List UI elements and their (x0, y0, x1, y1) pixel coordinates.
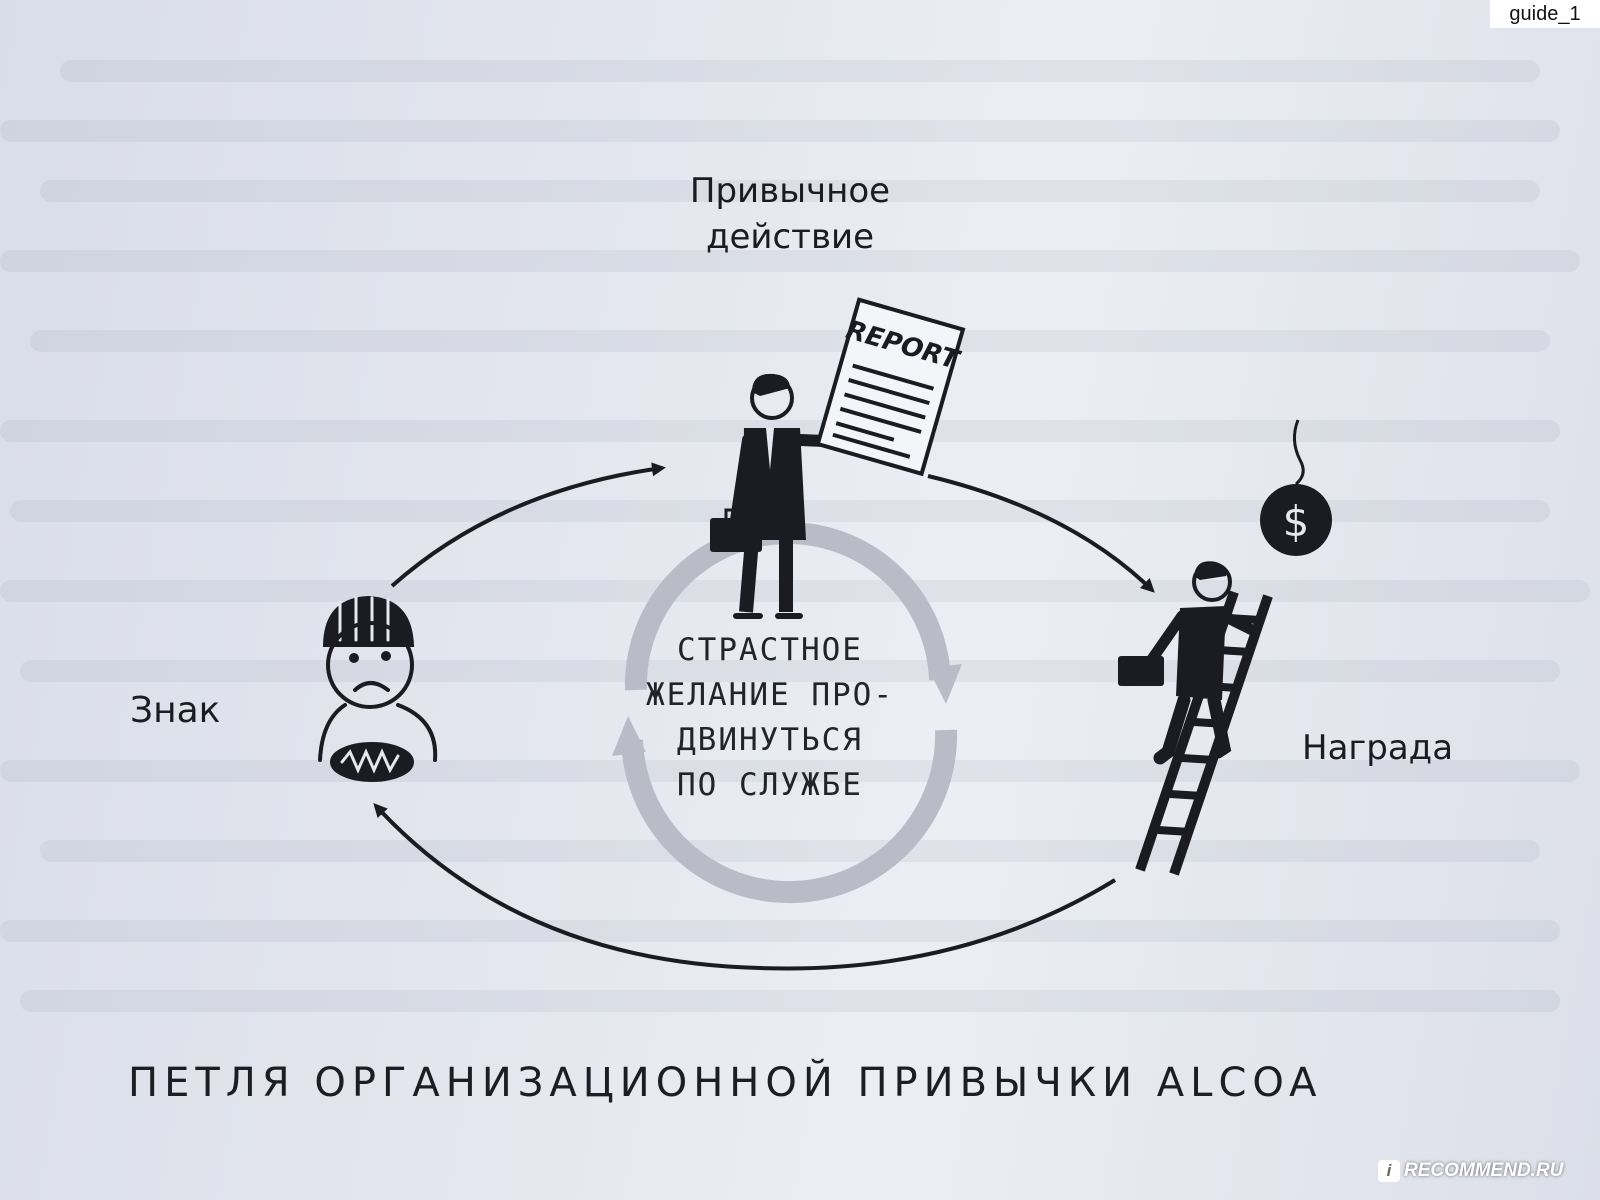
habit-label-line1: Привычное (689, 171, 891, 211)
site-watermark: i RECOMMEND.RU (1378, 1160, 1563, 1182)
reward-label: Награда (1302, 728, 1454, 768)
businessman-report-icon: REPORT (710, 297, 966, 619)
craving-line4: ПО СЛУЖБЕ (677, 767, 863, 803)
watermark-badge-icon: i (1378, 1160, 1400, 1182)
craving-line1: СТРАСТНОЕ (677, 632, 863, 668)
figure-caption: ПЕТЛЯ ОРГАНИЗАЦИОННОЙ ПРИВЫЧКИ ALCOA (128, 1060, 1323, 1106)
habit-label: Привычное действие (640, 168, 940, 260)
craving-line2: ЖЕЛАНИЕ ПРО- (646, 677, 894, 713)
arrow-habit-to-reward (927, 474, 1155, 593)
craving-line3: ДВИНУТЬСЯ (677, 722, 863, 758)
businessman-ladder-icon (1118, 561, 1273, 876)
cue-label: Знак (130, 690, 221, 731)
injured-worker-icon (318, 595, 438, 782)
watermark-text: RECOMMEND.RU (1404, 1160, 1564, 1181)
dollar-sign: $ (1283, 497, 1310, 546)
arrow-reward-to-cue (373, 803, 1117, 971)
habit-label-line2: действие (705, 217, 875, 257)
arrow-cue-to-habit (390, 462, 666, 588)
dollar-bait-icon: $ (1260, 419, 1332, 556)
craving-label: СТРАСТНОЕ ЖЕЛАНИЕ ПРО- ДВИНУТЬСЯ ПО СЛУЖ… (620, 628, 920, 808)
guide-tag: guide_1 (1490, 0, 1600, 28)
